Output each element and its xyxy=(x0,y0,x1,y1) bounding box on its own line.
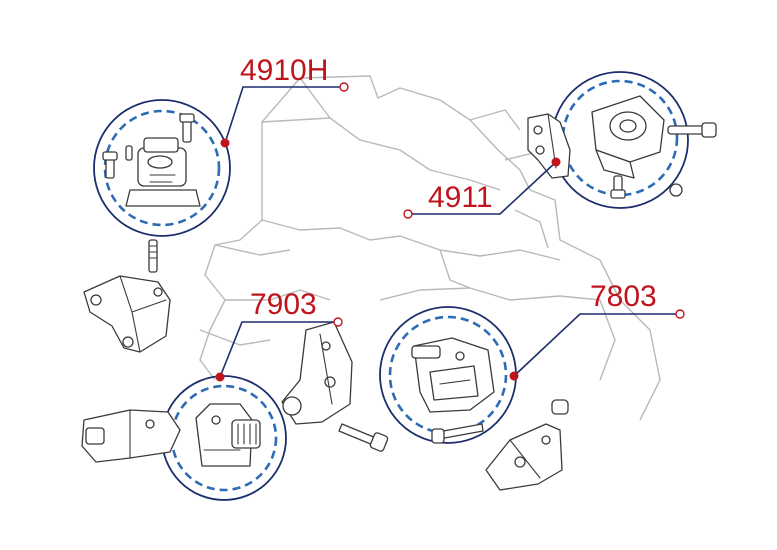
engine-mount-4910h-part xyxy=(102,113,201,207)
engine-mount-4911-part xyxy=(591,95,717,199)
callout-ring-4910h xyxy=(93,99,231,237)
bolt-7803 xyxy=(431,423,484,444)
callout-dot-4911 xyxy=(551,157,561,167)
callout-dot-7803 xyxy=(509,371,519,381)
bracket-7903 xyxy=(81,409,181,463)
dashed-ring-4910h xyxy=(103,109,221,227)
callout-label-4911: 4911 xyxy=(428,181,493,214)
callout-end-4910h xyxy=(339,82,349,92)
callout-leader-4911 xyxy=(403,157,561,219)
callout-label-7903: 7903 xyxy=(250,288,317,321)
engine-mount-7803-part xyxy=(411,337,495,413)
bolt-7903 xyxy=(338,423,389,452)
callout-dot-7903 xyxy=(215,372,225,382)
callout-leader-4910h xyxy=(220,82,349,148)
callout-leader-7903 xyxy=(215,317,343,382)
bracket-7803 xyxy=(485,399,569,491)
engine-mount-7903-part xyxy=(195,403,261,467)
callout-dot-4910h xyxy=(220,138,230,148)
mount-group-7903: 7903 xyxy=(81,288,389,501)
callout-end-4911 xyxy=(403,209,413,219)
dashed-ring-4911 xyxy=(561,79,679,197)
mount-group-4911: 4911 xyxy=(403,71,717,219)
mount-group-7803: 7803 xyxy=(379,280,685,491)
callout-end-7803 xyxy=(675,309,685,319)
callout-end-7903 xyxy=(333,317,343,327)
callout-label-7803: 7803 xyxy=(590,280,657,313)
callout-label-4910h: 4910H xyxy=(240,54,328,87)
callout-leader-7803 xyxy=(509,309,685,381)
stud-4910h xyxy=(148,239,158,273)
bracket-7903-upper xyxy=(281,321,353,425)
bracket-4910h xyxy=(83,275,171,353)
dashed-ring-7803 xyxy=(388,315,508,435)
mount-group-4910h: 4910H xyxy=(83,54,349,353)
